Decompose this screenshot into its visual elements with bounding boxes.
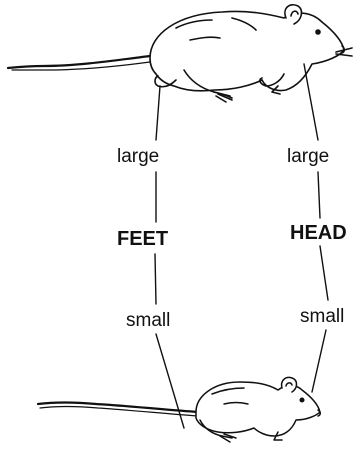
feet-large-label: large [117,147,159,166]
head-line-bottom [312,330,326,392]
feet-small-label: small [126,311,170,330]
feet-connector [155,86,184,428]
feet-axis-label: FEET [117,229,168,249]
feet-line-top [156,86,160,140]
head-large-label: large [287,147,329,166]
head-small-label: small [300,307,344,326]
head-line-upper-mid [318,172,320,218]
feet-line-lower-mid [155,254,156,304]
head-line-lower-mid [320,246,328,300]
head-axis-label: HEAD [290,223,347,243]
large-rat-icon [8,5,352,102]
head-line-top [304,64,318,140]
